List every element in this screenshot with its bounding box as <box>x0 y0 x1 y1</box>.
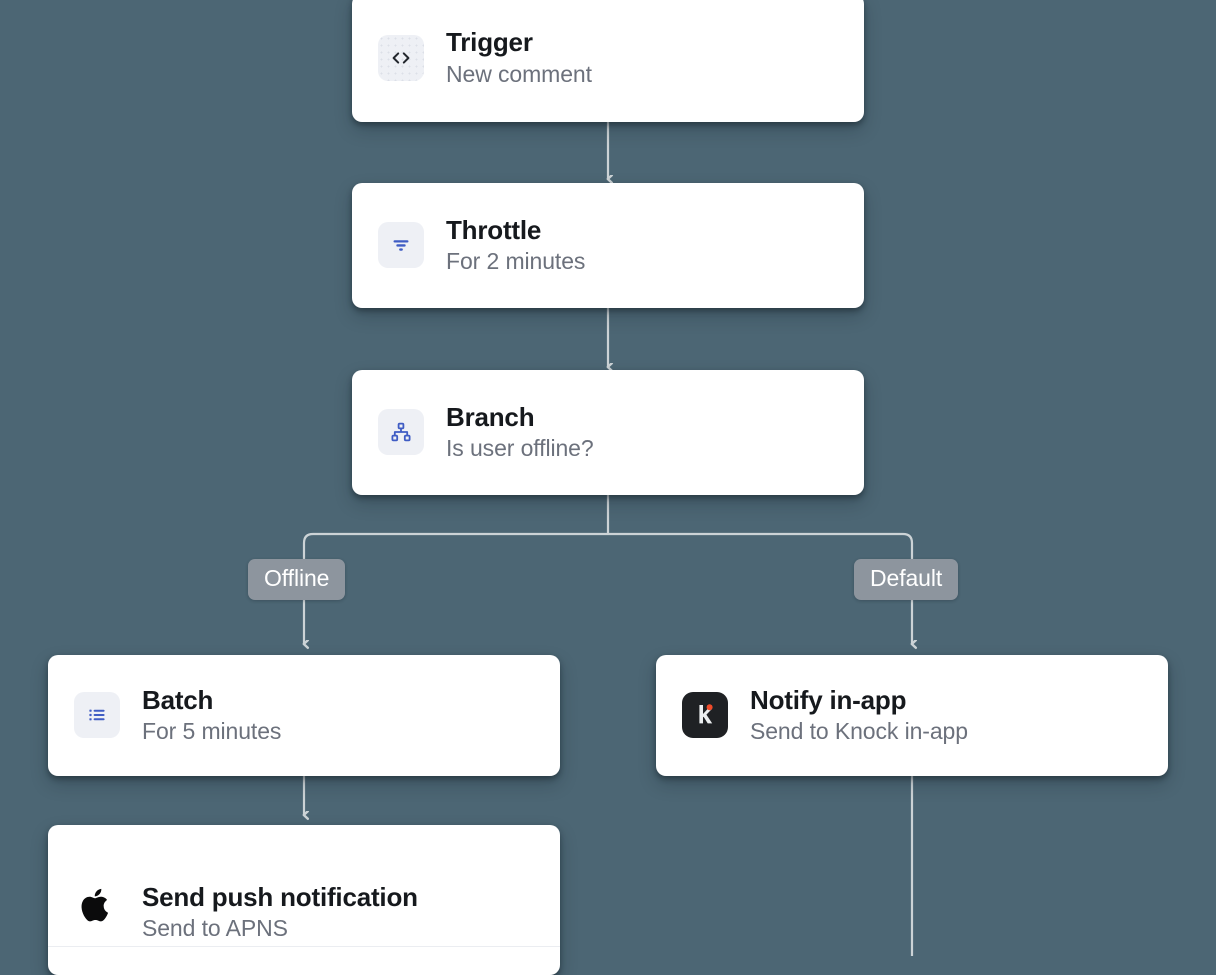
node-send-push-notification[interactable]: Send push notification Send to APNS <box>48 825 560 975</box>
card-divider <box>48 946 560 947</box>
node-throttle[interactable]: Throttle For 2 minutes <box>352 183 864 308</box>
node-branch[interactable]: Branch Is user offline? <box>352 370 864 495</box>
node-subtitle: New comment <box>446 60 592 87</box>
bullet-list-icon <box>74 692 120 739</box>
hierarchy-icon <box>378 409 424 456</box>
node-subtitle: Is user offline? <box>446 435 594 462</box>
apple-logo-icon <box>74 882 120 928</box>
node-subtitle: Send to APNS <box>142 915 288 942</box>
node-title: Notify in-app <box>750 684 907 715</box>
branch-label-text: Offline <box>264 565 330 591</box>
node-title: Batch <box>142 684 214 715</box>
node-subtitle: For 2 minutes <box>446 248 586 275</box>
node-subtitle: For 5 minutes <box>142 718 282 745</box>
code-brackets-icon <box>378 34 424 81</box>
branch-label-offline[interactable]: Offline <box>248 559 346 601</box>
node-trigger[interactable]: Trigger New comment <box>352 0 864 122</box>
node-notify-in-app[interactable]: Notify in-app Send to Knock in-app <box>656 655 1168 776</box>
knock-logo-icon <box>682 692 728 739</box>
node-title: Throttle <box>446 214 542 245</box>
branch-label-default[interactable]: Default <box>854 559 959 601</box>
filter-icon <box>378 222 424 269</box>
node-title: Trigger <box>446 27 533 58</box>
node-title: Branch <box>446 401 535 432</box>
node-batch[interactable]: Batch For 5 minutes <box>48 655 560 776</box>
branch-label-text: Default <box>870 565 943 591</box>
node-title: Send push notification <box>142 881 418 912</box>
node-subtitle: Send to Knock in-app <box>750 718 968 745</box>
edge-branch-offline <box>304 532 608 644</box>
